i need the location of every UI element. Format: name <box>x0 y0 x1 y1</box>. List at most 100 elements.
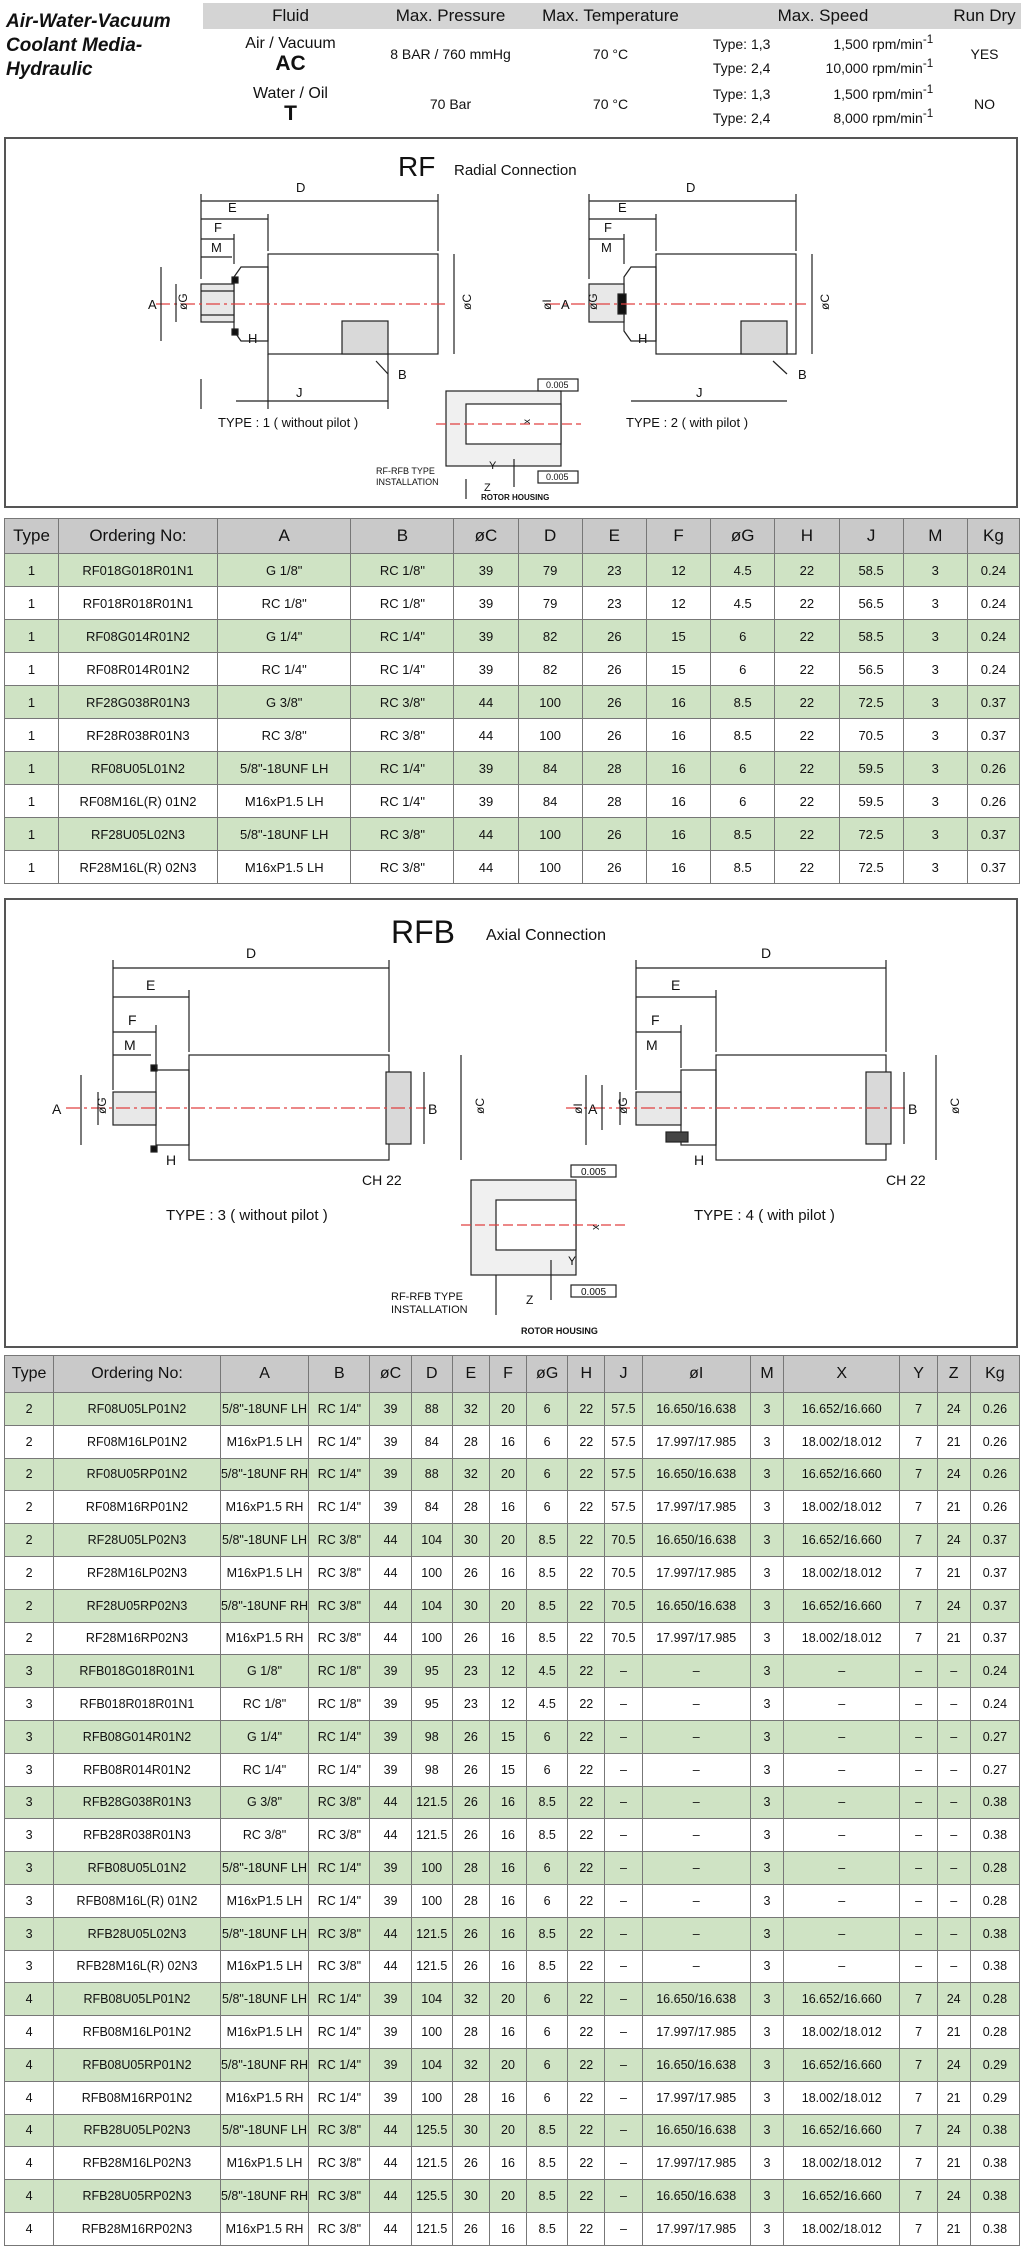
table-cell: 7 <box>899 1588 938 1623</box>
table-cell: 98 <box>410 1719 453 1754</box>
table-cell: 8.5 <box>526 1621 569 1656</box>
table-cell: 0.38 <box>969 1785 1021 1820</box>
table-cell: 7 <box>899 2179 938 2213</box>
table-cell: 44 <box>369 2113 412 2148</box>
table-cell: 22 <box>774 850 840 884</box>
dim-a: A <box>52 1101 62 1117</box>
table-cell: – <box>783 1654 901 1689</box>
table-cell: 22 <box>774 652 840 686</box>
table-cell: 3 <box>749 1687 785 1721</box>
table-cell: 56.5 <box>838 586 904 620</box>
spec-col-pressure: Max. Pressure <box>378 3 523 29</box>
table-cell: 6 <box>526 1719 569 1754</box>
table-cell: 3 <box>749 1490 785 1525</box>
rfb-table-col-header: E <box>451 1355 490 1393</box>
table-cell: RF28M16L(R) 02N3 <box>58 850 218 884</box>
table-cell: 57.5 <box>604 1424 643 1459</box>
table-cell: RFB28U05LP02N3 <box>53 2113 221 2148</box>
table-cell: – <box>899 1883 938 1918</box>
table-cell: 6 <box>526 2015 569 2049</box>
rfb-table-col-header: øI <box>641 1355 751 1393</box>
table-cell: RF08M16RP01N2 <box>53 1490 221 1525</box>
fluid-code: T <box>284 101 297 125</box>
table-cell: 16.652/16.660 <box>783 1392 901 1426</box>
table-cell: 23 <box>581 586 647 620</box>
table-cell: 121.5 <box>410 2146 453 2181</box>
table-cell: 26 <box>581 619 647 653</box>
table-cell: 7 <box>899 1424 938 1459</box>
table-cell: 2 <box>3 1555 55 1590</box>
table-cell: 22 <box>567 1687 606 1721</box>
spec-temperature: 70 °C <box>592 46 629 62</box>
table-cell: 3 <box>3 1752 55 1787</box>
table-cell: 3 <box>3 1949 55 1984</box>
table-cell: – <box>899 1752 938 1787</box>
table-cell: 16 <box>645 850 712 884</box>
dim-y: Y <box>489 460 497 472</box>
table-cell: 28 <box>451 1424 490 1459</box>
speed-type: Type: 1,3 <box>712 36 771 52</box>
table-cell: 20 <box>488 1982 528 2017</box>
table-cell: RC 3/8" <box>216 718 352 752</box>
table-cell: 21 <box>936 1490 971 1525</box>
rf-diagram-panel: RF Radial Connection D E F M <box>4 137 1018 508</box>
table-cell: 22 <box>567 2047 606 2082</box>
table-cell: 44 <box>369 1621 412 1656</box>
table-cell: 95 <box>410 1687 453 1721</box>
table-cell: 3 <box>3 1916 55 1951</box>
table-cell: 8.5 <box>526 1916 569 1951</box>
table-cell: M16xP1.5 RH <box>219 2211 310 2246</box>
table-cell: 17.997/17.985 <box>641 1621 751 1656</box>
table-cell: 22 <box>567 1523 606 1557</box>
table-cell: 58.5 <box>838 553 904 587</box>
table-cell: 26 <box>451 1752 490 1787</box>
table-cell: 17.997/17.985 <box>641 1490 751 1525</box>
rfb-technical-drawing: RFB Axial Connection D E F M A øG B øC <box>52 914 962 1336</box>
table-cell: 16.650/16.638 <box>641 1392 751 1426</box>
table-cell: 17.997/17.985 <box>641 2146 751 2181</box>
rf-type1-drawing: D E F M A øG øC H J B TYPE : 1 ( without… <box>148 180 474 430</box>
rfb-housing-label: ROTOR HOUSING <box>521 1326 598 1336</box>
table-cell: – <box>783 1818 901 1853</box>
table-cell: 6 <box>526 1982 569 2017</box>
table-cell: 28 <box>451 2080 490 2115</box>
table-cell: 57.5 <box>604 1490 643 1525</box>
table-cell: 6 <box>526 1490 569 1525</box>
table-cell: RF08R014R01N2 <box>58 652 218 686</box>
dim-g: øG <box>586 293 600 310</box>
table-cell: 3 <box>749 1555 785 1590</box>
table-cell: 16.650/16.638 <box>641 1982 751 2017</box>
table-cell: 44 <box>369 1555 412 1590</box>
table-cell: 21 <box>936 1621 971 1656</box>
table-cell: – <box>641 1949 751 1984</box>
table-cell: 39 <box>369 1982 412 2017</box>
table-cell: G 1/8" <box>219 1654 310 1689</box>
table-cell: 8.5 <box>526 1818 569 1853</box>
rfb-code: RFB <box>391 914 455 950</box>
table-cell: 0.29 <box>969 2080 1021 2115</box>
table-cell: 3 <box>749 1818 785 1853</box>
table-cell: 4 <box>3 2211 55 2246</box>
table-cell: – <box>641 1654 751 1689</box>
table-cell: 3 <box>749 1982 785 2017</box>
table-cell: 7 <box>899 2080 938 2115</box>
table-cell: 3 <box>902 553 968 587</box>
table-cell: 39 <box>369 1424 412 1459</box>
table-cell: 24 <box>936 2179 971 2213</box>
table-cell: G 3/8" <box>216 685 352 719</box>
table-cell: 16 <box>645 817 712 851</box>
rf-type2-caption: TYPE : 2 ( with pilot ) <box>626 415 748 430</box>
table-cell: 8.5 <box>526 1949 569 1984</box>
table-cell: RF28U05RP02N3 <box>53 1588 221 1623</box>
table-cell: 1 <box>4 586 59 620</box>
table-cell: 22 <box>774 553 840 587</box>
table-cell: 22 <box>774 685 840 719</box>
rfb-install-label-1: RF-RFB TYPE <box>391 1291 463 1303</box>
